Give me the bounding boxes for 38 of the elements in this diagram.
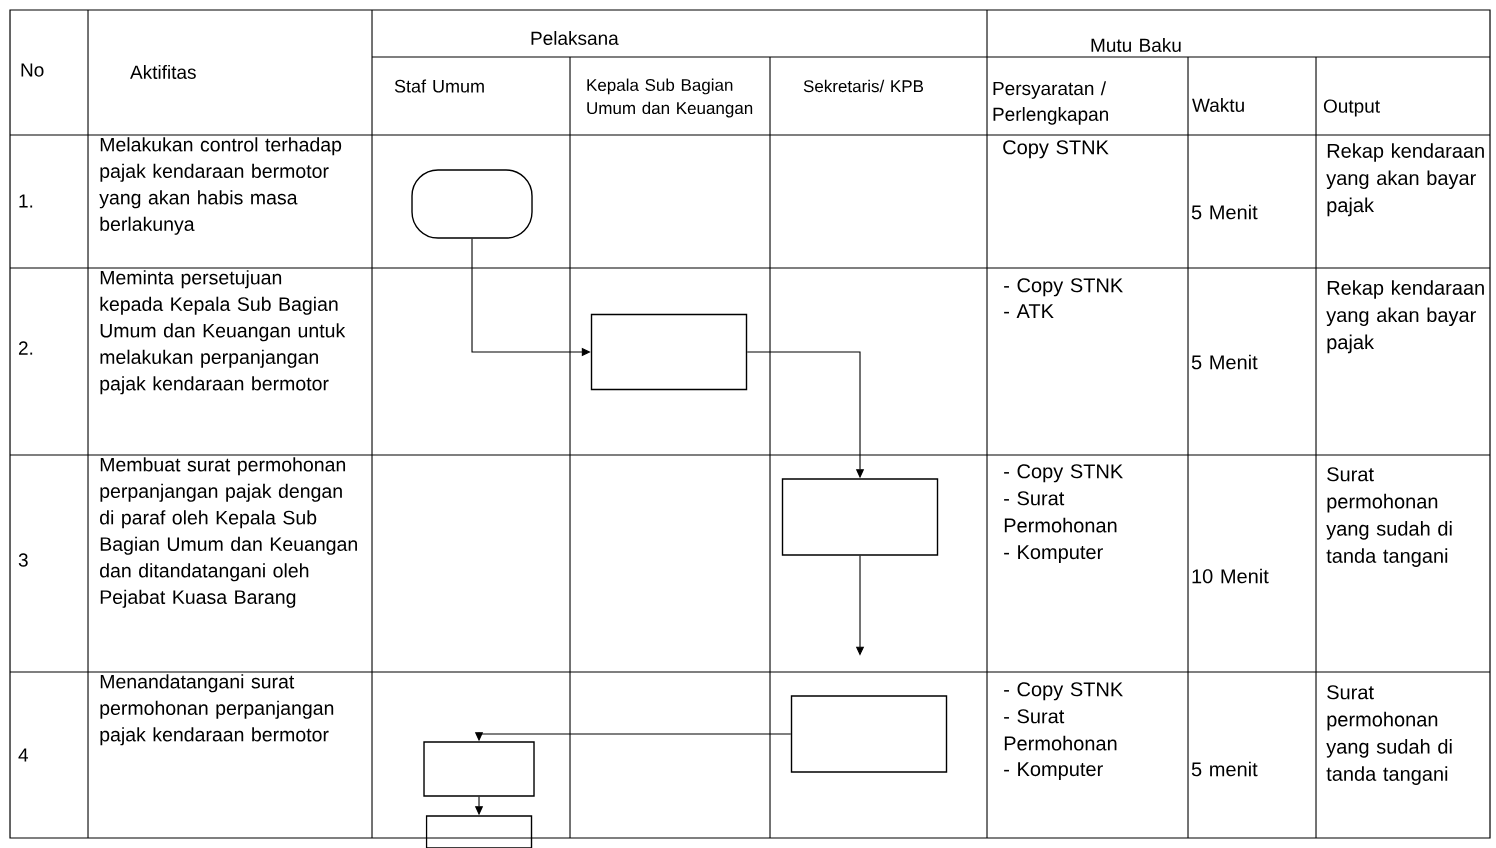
column-header: Pelaksana <box>531 31 619 45</box>
activity-text: Membuat surat permohonan perpanjangan pajak dengan di paraf oleh Kepala Sub Bagian Umum dan Keuangan dan ditandatangani oleh Pejabat Kuasa Barang <box>100 457 357 608</box>
requirement-item: - Komputer <box>1004 545 1103 564</box>
duration-text: 5 menit <box>1191 761 1258 777</box>
column-header: Waktu <box>1192 98 1244 112</box>
column-header: Persyaratan / Perlengkapan <box>993 81 1108 125</box>
process-box <box>423 741 535 797</box>
process-box <box>590 313 748 391</box>
requirement-item: - Komputer <box>1004 762 1103 781</box>
column-header: Sekretaris/ KPB <box>803 79 924 93</box>
activity-text: Meminta persetujuan kepada Kepala Sub Bagian Umum dan Keuangan untuk melakukan perpanjangan pajak kendaraan bermotor <box>100 270 346 395</box>
output-text: Surat permohonan yang sudah di tanda tangani <box>1326 685 1452 785</box>
process-box <box>781 478 939 556</box>
output-text: Surat permohonan yang sudah di tanda tangani <box>1326 467 1452 567</box>
requirement-item: - Surat Permohonan <box>1004 491 1117 533</box>
column-header: No <box>21 63 44 77</box>
column-header: Aktifitas <box>130 65 196 79</box>
row-number: 4 <box>18 748 28 762</box>
requirement-item: - Surat Permohonan <box>1004 709 1117 751</box>
row-number: 1. <box>19 194 33 208</box>
duration-text: 10 Menit <box>1192 568 1269 584</box>
output-text: Rekap kendaraan yang akan bayar pajak <box>1326 143 1484 217</box>
column-header: Mutu Baku <box>1091 38 1181 52</box>
requirement-item: - Copy STNK <box>1004 278 1123 297</box>
activity-text: Menandatangani surat permohonan perpanjangan pajak kendaraan bermotor <box>100 674 334 746</box>
column-header: Output <box>1323 99 1380 117</box>
column-header: Staf Umum <box>394 79 484 93</box>
process-box <box>790 695 948 773</box>
duration-text: 5 Menit <box>1191 204 1258 220</box>
row-number: 2. <box>18 341 33 355</box>
row-number: 3 <box>18 553 28 567</box>
requirement-item: Copy STNK <box>1003 140 1109 159</box>
column-header: Kepala Sub Bagian Umum dan Keuangan <box>587 78 753 118</box>
requirement-item: - ATK <box>1004 304 1054 318</box>
duration-text: 5 Menit <box>1191 354 1258 370</box>
output-text: Rekap kendaraan yang akan bayar pajak <box>1326 280 1484 354</box>
terminator-shape <box>411 169 533 239</box>
process-box <box>425 815 533 848</box>
